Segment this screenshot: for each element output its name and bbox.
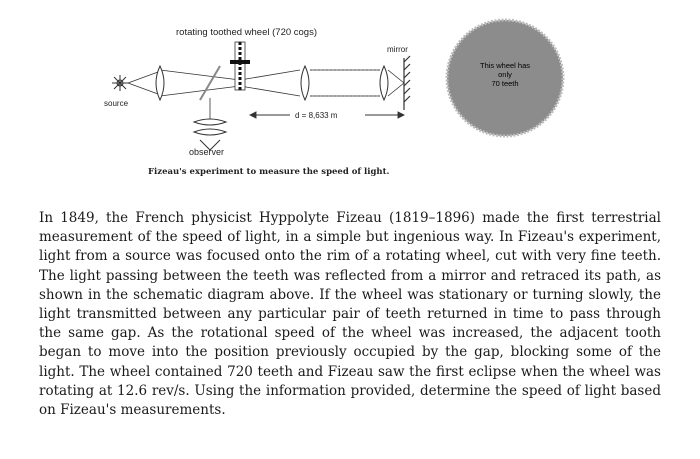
toothed-wheel — [230, 41, 250, 91]
mirror — [403, 55, 411, 110]
lens — [155, 64, 389, 136]
mirror-label: mirror — [387, 45, 408, 54]
observer-eye-icon — [199, 139, 221, 151]
light-beams — [127, 69, 405, 120]
distance-arrow — [248, 111, 406, 119]
source-icon — [112, 75, 128, 91]
badge-line-3: 70 teeth — [491, 79, 518, 88]
wheel-label: rotating toothed wheel (720 cogs) — [176, 27, 317, 38]
teeth-badge: This wheel has only 70 teeth — [445, 18, 565, 138]
problem-text: In 1849, the French physicist Hyppolyte … — [39, 210, 661, 419]
observer-label: observer — [189, 147, 224, 157]
figure-caption: Fizeau's experiment to measure the speed… — [148, 167, 390, 177]
badge-line-1: This wheel has — [480, 61, 530, 70]
fizeau-diagram: rotating toothed wheel (720 cogs) source — [104, 18, 565, 157]
badge-line-2: only — [498, 70, 512, 79]
beam-splitter — [199, 65, 221, 101]
source-label: source — [104, 99, 129, 108]
distance-label: d = 8,633 m — [295, 111, 338, 120]
